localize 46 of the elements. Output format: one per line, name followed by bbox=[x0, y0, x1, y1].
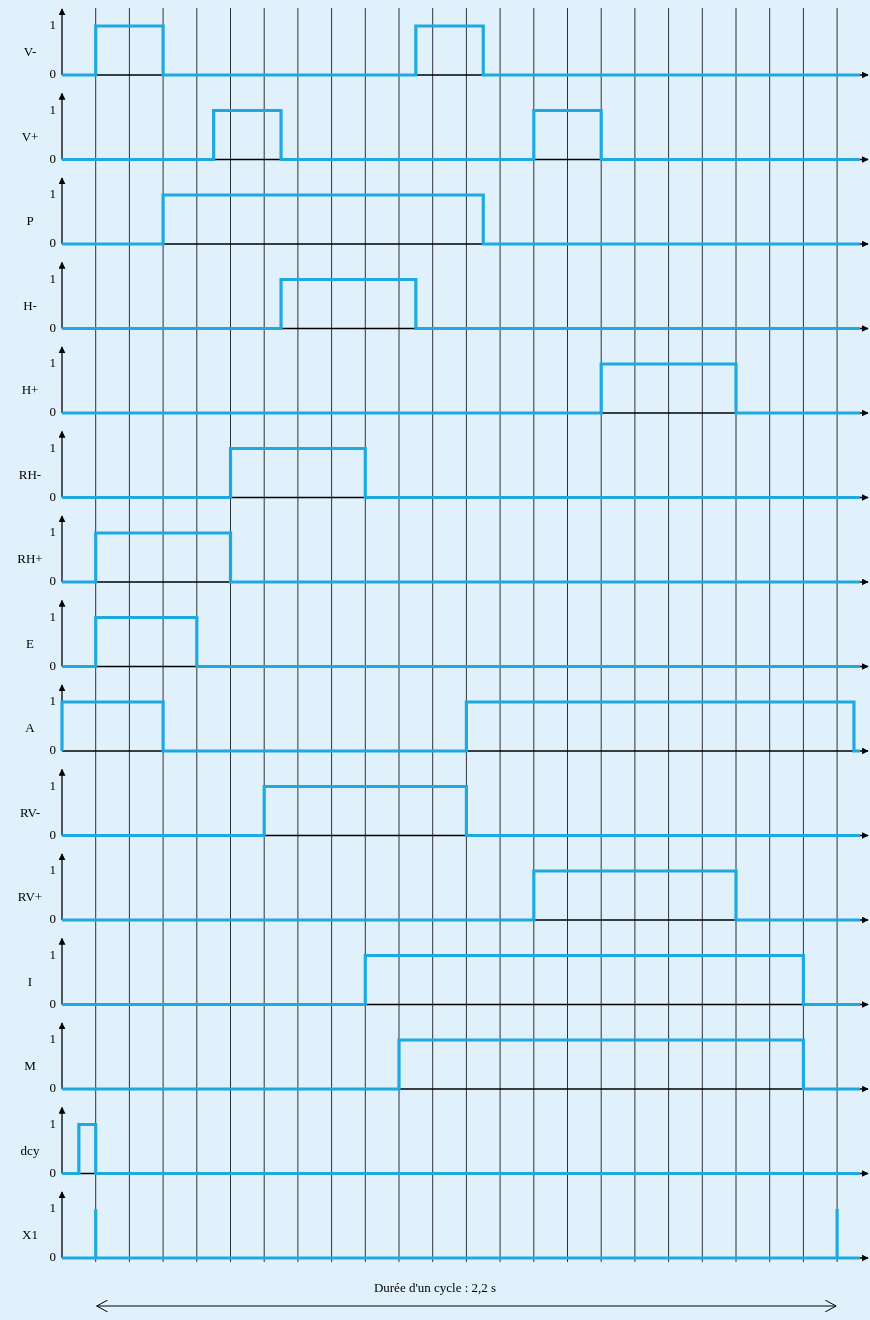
level-label: 1 bbox=[49, 1201, 56, 1215]
signal-name: P bbox=[25, 214, 35, 228]
signal-name: M bbox=[23, 1059, 37, 1073]
level-label: 0 bbox=[49, 405, 56, 419]
level-label: 0 bbox=[49, 1250, 56, 1264]
level-label: 0 bbox=[49, 1081, 56, 1095]
signal-name: H- bbox=[22, 298, 38, 313]
signal-name: RH- bbox=[17, 467, 43, 482]
level-label: 0 bbox=[49, 489, 56, 504]
level-label: 1 bbox=[49, 18, 56, 32]
signal-name: X1 bbox=[21, 1228, 39, 1242]
level-label: 0 bbox=[49, 658, 56, 673]
level-label: 1 bbox=[49, 863, 56, 877]
level-label: 1 bbox=[49, 947, 56, 962]
level-label: 0 bbox=[49, 574, 56, 588]
signal-name: dcy bbox=[19, 1143, 41, 1158]
signal-name: A bbox=[24, 721, 36, 735]
level-label: 0 bbox=[49, 320, 56, 335]
level-label: 1 bbox=[49, 1116, 56, 1131]
level-label: 1 bbox=[49, 187, 56, 201]
level-label: 1 bbox=[49, 525, 56, 539]
signal-name: V- bbox=[22, 45, 38, 59]
signal-name: RV- bbox=[18, 805, 42, 820]
signal-name: H+ bbox=[20, 383, 40, 397]
level-label: 0 bbox=[49, 743, 56, 757]
cycle-duration-label: Durée d'un cycle : 2,2 s bbox=[372, 1281, 498, 1295]
level-label: 1 bbox=[49, 102, 56, 117]
level-label: 0 bbox=[49, 236, 56, 250]
level-label: 1 bbox=[49, 356, 56, 370]
signal-name: V+ bbox=[20, 129, 40, 144]
signal-name: RH+ bbox=[16, 552, 44, 566]
level-label: 1 bbox=[49, 694, 56, 708]
level-label: 1 bbox=[49, 271, 56, 286]
level-label: 0 bbox=[49, 827, 56, 842]
level-label: 0 bbox=[49, 912, 56, 926]
level-label: 0 bbox=[49, 1165, 56, 1180]
level-label: 1 bbox=[49, 609, 56, 624]
signal-name: E bbox=[25, 636, 35, 651]
level-label: 0 bbox=[49, 996, 56, 1011]
level-label: 0 bbox=[49, 67, 56, 81]
level-label: 1 bbox=[49, 1032, 56, 1046]
level-label: 1 bbox=[49, 440, 56, 455]
signal-name: RV+ bbox=[16, 890, 44, 904]
signal-name: I bbox=[26, 974, 34, 989]
level-label: 0 bbox=[49, 151, 56, 166]
level-label: 1 bbox=[49, 778, 56, 793]
